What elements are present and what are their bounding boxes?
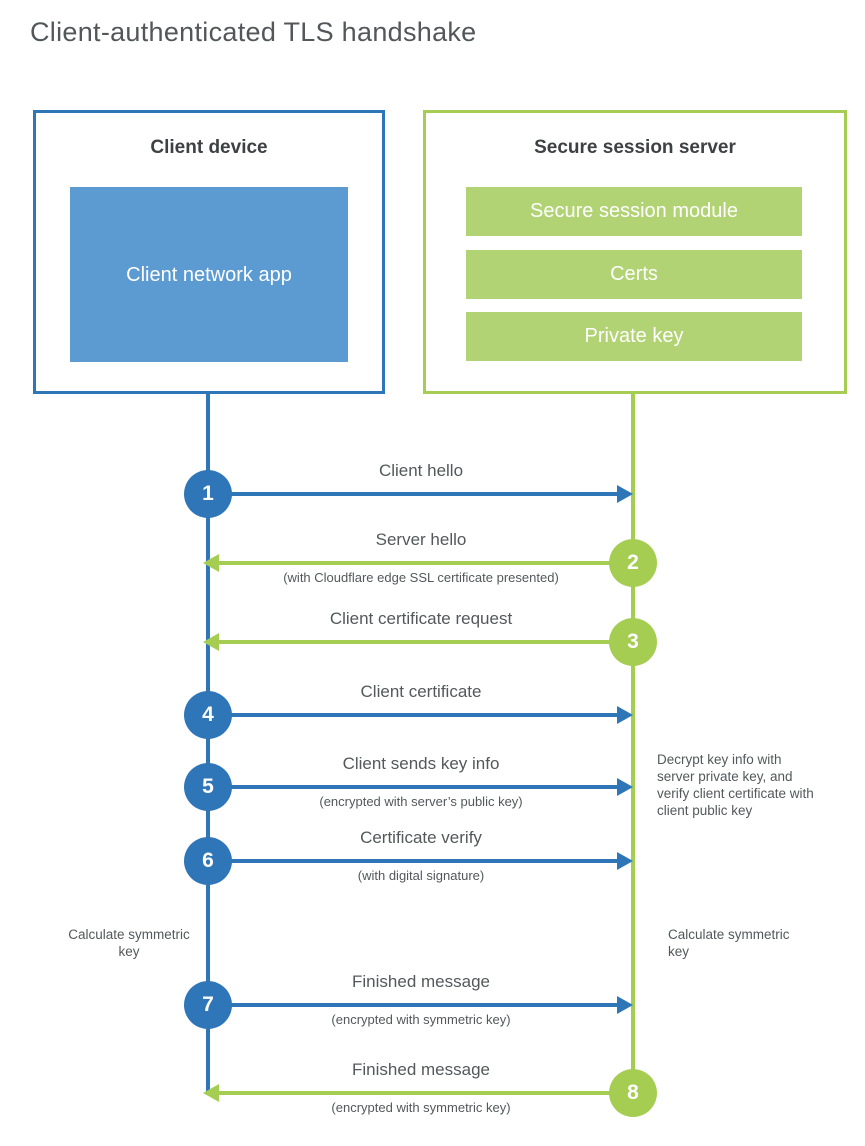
step-number-badge: 8 (609, 1069, 657, 1117)
page-title: Client-authenticated TLS handshake (30, 17, 477, 47)
step-number-badge: 5 (184, 763, 232, 811)
arrow-right-icon (617, 706, 633, 724)
step-label: Server hello (375, 530, 467, 549)
step-label: Finished message (352, 972, 490, 991)
arrow-line (219, 561, 633, 565)
arrow-right-icon (617, 996, 633, 1014)
server-module-bar: Secure session module (466, 187, 802, 236)
calculate-symmetric-key-note-client: Calculate symmetric key (68, 927, 190, 959)
arrow-left-icon (203, 554, 219, 572)
decrypt-key-info-note: Decrypt key info with server private key… (657, 752, 814, 818)
client-network-app-label: Client network app (126, 263, 292, 286)
arrow-left-icon (203, 1084, 219, 1102)
arrow-right-icon (617, 778, 633, 796)
arrow-left-icon (203, 633, 219, 651)
arrow-line (208, 713, 618, 717)
step-sublabel: (encrypted with symmetric key) (331, 1100, 511, 1115)
step-label: Client certificate request (329, 609, 513, 628)
step-number-badge: 4 (184, 691, 232, 739)
arrow-right-icon (617, 852, 633, 870)
step-sublabel: (encrypted with symmetric key) (331, 1012, 511, 1027)
arrow-right-icon (617, 485, 633, 503)
client-lifeline (206, 391, 210, 1095)
client-device-box: Client device Client network app (33, 110, 385, 394)
client-network-app-box: Client network app (70, 187, 348, 362)
arrow-line (208, 1003, 618, 1007)
arrow-line (208, 492, 618, 496)
step-number-badge: 7 (184, 981, 232, 1029)
step-sublabel: (with digital signature) (357, 868, 485, 883)
arrow-line (208, 859, 618, 863)
step-number-badge: 2 (609, 539, 657, 587)
step-number-badge: 1 (184, 470, 232, 518)
step-number-badge: 6 (184, 837, 232, 885)
step-label: Client sends key info (342, 754, 500, 773)
secure-session-server-title: Secure session server (534, 137, 736, 158)
server-private-key-bar: Private key (466, 312, 802, 361)
server-certs-bar: Certs (466, 250, 802, 299)
client-device-title: Client device (150, 137, 268, 158)
arrow-line (219, 640, 633, 644)
arrow-line (219, 1091, 633, 1095)
arrow-line (208, 785, 618, 789)
calculate-symmetric-key-note-server: Calculate symmetric key (668, 927, 790, 959)
step-number-badge: 3 (609, 618, 657, 666)
secure-session-server-box: Secure session server Secure session mod… (423, 110, 847, 394)
server-lifeline (631, 391, 635, 1095)
step-sublabel: (encrypted with server’s public key) (319, 794, 523, 809)
step-label: Certificate verify (360, 828, 482, 847)
step-label: Finished message (352, 1060, 490, 1079)
step-label: Client hello (378, 461, 464, 480)
step-label: Client certificate (360, 682, 482, 701)
step-sublabel: (with Cloudflare edge SSL certificate pr… (283, 570, 559, 585)
